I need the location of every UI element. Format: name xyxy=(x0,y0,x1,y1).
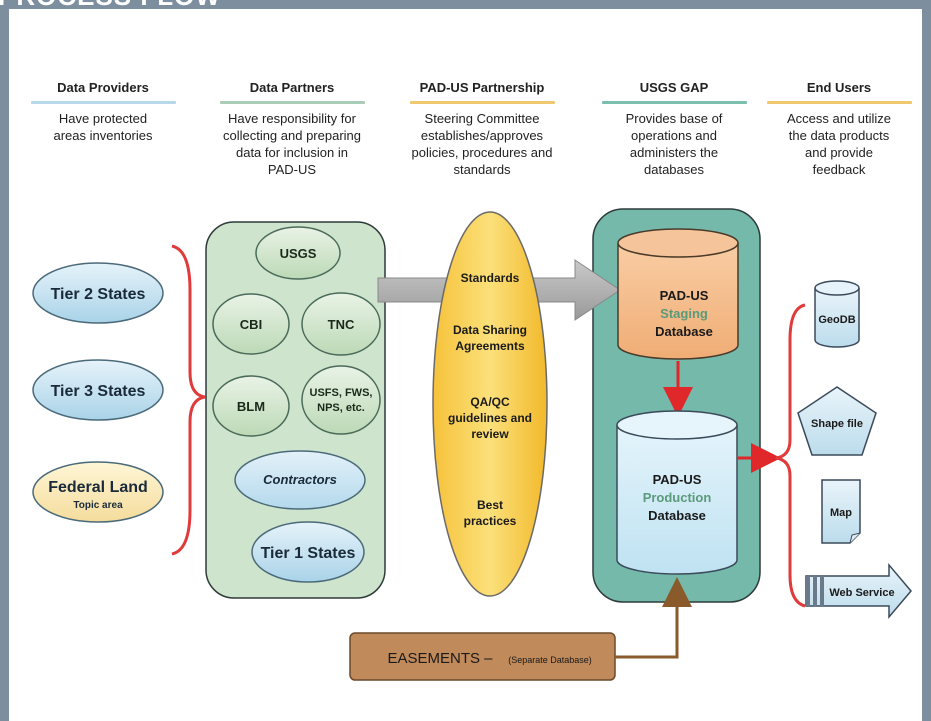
staging-label-2: Staging xyxy=(660,306,708,321)
blm-node: BLM xyxy=(212,375,290,437)
usgs-node: USGS xyxy=(255,226,341,280)
column-desc: Provides base of operations and administ… xyxy=(590,110,758,178)
federal-land-node: Federal Land Topic area xyxy=(32,461,164,523)
tier3-label: Tier 3 States xyxy=(51,383,146,400)
shapefile-pentagon: Shape file xyxy=(797,386,877,456)
desc-line: data for inclusion in xyxy=(235,145,348,160)
staging-label-3: Database xyxy=(655,324,713,339)
federal-land-label: Federal Land xyxy=(48,479,148,496)
frame-top-border xyxy=(0,0,931,9)
end-users-brace xyxy=(775,303,806,608)
qa-label-2: guidelines and xyxy=(448,411,532,425)
standards-label: Standards xyxy=(461,271,520,285)
desc-line: areas inventories xyxy=(53,128,153,143)
desc-line: databases xyxy=(644,162,704,177)
column-desc: Steering Committee establishes/approves … xyxy=(398,110,566,178)
qa-label-3: review xyxy=(471,427,509,441)
production-label-2: Production xyxy=(643,490,712,505)
geodb-label: GeoDB xyxy=(818,314,855,326)
contractors-node: Contractors xyxy=(234,450,366,510)
desc-line: operations and xyxy=(630,128,717,143)
usfs-label-2: NPS, etc. xyxy=(317,402,365,414)
webservice-label: Web Service xyxy=(829,587,894,599)
page-title: PROCESS FLOW xyxy=(0,0,221,12)
desc-line: administers the xyxy=(629,145,719,160)
column-underline xyxy=(601,101,747,104)
frame-right-border xyxy=(922,0,931,721)
desc-line: collecting and preparing xyxy=(222,128,362,143)
usgs-label: USGS xyxy=(280,246,317,261)
shapefile-label: Shape file xyxy=(811,418,863,430)
tier2-states-node: Tier 2 States xyxy=(32,262,164,324)
geodb-cylinder: GeoDB xyxy=(814,280,860,348)
easements-sub: (Separate Database) xyxy=(508,655,592,665)
usfs-label-1: USFS, FWS, xyxy=(310,387,373,399)
column-desc: Access and utilize the data products and… xyxy=(755,110,923,178)
dsa-label-2: Agreements xyxy=(455,339,525,353)
desc-line: Have protected xyxy=(58,111,148,126)
production-database-cylinder: PAD-US Production Database xyxy=(616,410,738,575)
column-end-users: End Users Access and utilize the data pr… xyxy=(755,80,923,178)
qa-label-1: QA/QC xyxy=(470,395,510,409)
column-underline xyxy=(30,101,176,104)
column-desc: Have protected areas inventories xyxy=(19,110,187,144)
tnc-node: TNC xyxy=(301,292,381,356)
usfs-fws-nps-node: USFS, FWS, NPS, etc. xyxy=(301,365,381,435)
best-label-2: practices xyxy=(464,514,517,528)
tnc-label: TNC xyxy=(328,317,355,332)
map-label: Map xyxy=(830,507,852,519)
cbi-node: CBI xyxy=(212,293,290,355)
blm-label: BLM xyxy=(237,399,265,414)
desc-line: feedback xyxy=(812,162,866,177)
staging-label-1: PAD-US xyxy=(660,288,709,303)
contractors-label: Contractors xyxy=(263,472,337,487)
desc-line: policies, procedures and xyxy=(411,145,553,160)
best-label-1: Best xyxy=(477,498,503,512)
federal-land-sub: Topic area xyxy=(73,500,123,511)
map-document: Map xyxy=(821,479,861,544)
column-underline xyxy=(219,101,365,104)
column-title: USGS GAP xyxy=(639,80,709,95)
cbi-label: CBI xyxy=(240,317,262,332)
desc-line: PAD-US xyxy=(267,162,317,177)
column-title: PAD-US Partnership xyxy=(419,80,545,95)
column-desc: Have responsibility for collecting and p… xyxy=(208,110,376,178)
tier3-states-node: Tier 3 States xyxy=(32,359,164,421)
column-usgs-gap: USGS GAP Provides base of operations and… xyxy=(590,80,758,178)
column-title: Data Providers xyxy=(57,80,149,95)
desc-line: and provide xyxy=(805,145,873,160)
desc-line: the data products xyxy=(788,128,890,143)
partnership-ellipse: Standards Data Sharing Agreements QA/QC … xyxy=(432,211,548,597)
column-underline xyxy=(409,101,555,104)
desc-line: Provides base of xyxy=(625,111,723,126)
desc-line: standards xyxy=(453,162,511,177)
tier1-label: Tier 1 States xyxy=(261,545,356,562)
staging-database-cylinder: PAD-US Staging Database xyxy=(617,228,739,360)
dsa-label-1: Data Sharing xyxy=(453,323,527,337)
column-data-providers: Data Providers Have protected areas inve… xyxy=(19,80,187,144)
desc-line: establishes/approves xyxy=(420,128,544,143)
desc-line: Have responsibility for xyxy=(228,111,356,126)
frame-left-border xyxy=(0,0,9,721)
tier2-label: Tier 2 States xyxy=(51,286,146,303)
column-title: End Users xyxy=(806,80,872,95)
web-service-arrow: Web Service xyxy=(805,562,912,620)
providers-brace xyxy=(171,244,206,556)
easements-box: EASEMENTS – (Separate Database) xyxy=(349,632,616,681)
desc-line: Access and utilize xyxy=(786,111,892,126)
column-data-partners: Data Partners Have responsibility for co… xyxy=(208,80,376,178)
column-underline xyxy=(766,101,912,104)
column-padus-partnership: PAD-US Partnership Steering Committee es… xyxy=(398,80,566,178)
tier1-states-node: Tier 1 States xyxy=(251,521,365,583)
production-label-3: Database xyxy=(648,508,706,523)
column-title: Data Partners xyxy=(249,80,335,95)
easements-to-production-arrow xyxy=(615,577,692,659)
production-label-1: PAD-US xyxy=(653,472,702,487)
desc-line: Steering Committee xyxy=(424,111,540,126)
easements-label: EASEMENTS – xyxy=(387,650,493,667)
